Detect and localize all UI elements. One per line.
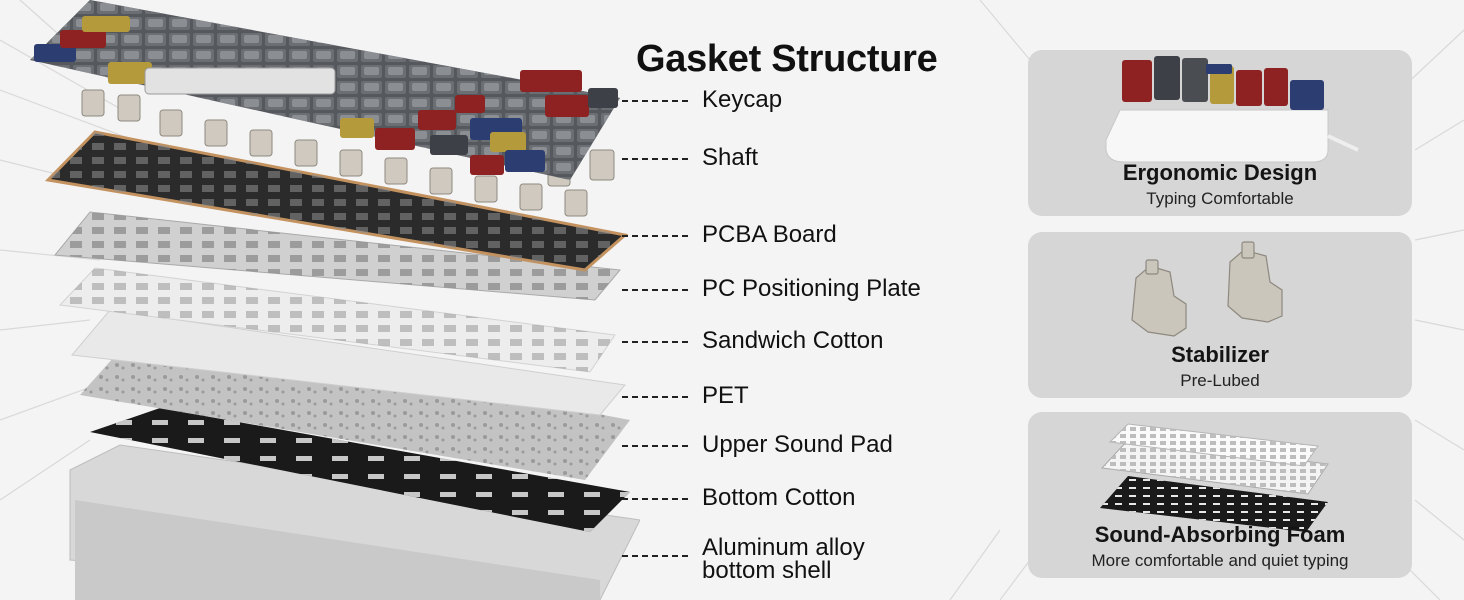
feature-card-ergonomic: Ergonomic Design Typing Comfortable	[1028, 50, 1412, 216]
callout-label: Aluminum alloy bottom shell	[702, 534, 865, 584]
callout-label: Keycap	[702, 86, 783, 113]
callout-leader	[622, 341, 688, 343]
callout-pet: PET	[622, 382, 1002, 412]
callout-aluminum-shell: Aluminum alloy bottom shell	[622, 536, 1002, 586]
callout-label: PC Positioning Plate	[702, 275, 921, 302]
callout-bottom-cotton: Bottom Cotton	[622, 484, 1002, 514]
callout-leader	[622, 235, 688, 237]
callout-shaft: Shaft	[622, 144, 1002, 174]
callout-leader	[622, 445, 688, 447]
feature-subtitle: Typing Comfortable	[1146, 189, 1294, 208]
callout-label: Sandwich Cotton	[702, 327, 884, 354]
feature-title: Stabilizer	[1171, 342, 1269, 367]
callout-pc-positioning-plate: PC Positioning Plate	[622, 275, 1002, 305]
callout-leader	[622, 100, 688, 102]
stabilizer-icon	[1131, 241, 1283, 337]
callout-label: Upper Sound Pad	[702, 431, 893, 458]
callout-label: Bottom Cotton	[702, 484, 856, 511]
callout-leader	[622, 158, 688, 160]
callout-label: Shaft	[702, 144, 759, 171]
callout-keycap: Keycap	[622, 86, 1002, 116]
foam-layers-icon	[1100, 423, 1329, 532]
page-title: Gasket Structure	[636, 38, 938, 80]
callout-label: PCBA Board	[702, 221, 837, 248]
callout-pcba-board: PCBA Board	[622, 221, 1002, 251]
feature-subtitle: More comfortable and quiet typing	[1091, 551, 1349, 570]
feature-card-foam: Sound-Absorbing Foam More comfortable an…	[1028, 412, 1412, 578]
callout-leader	[622, 498, 688, 500]
callout-upper-sound-pad: Upper Sound Pad	[622, 431, 1002, 461]
callout-leader	[622, 555, 688, 557]
feature-title: Ergonomic Design	[1122, 160, 1318, 185]
pet-layer	[71, 309, 626, 416]
exploded-keyboard-illustration	[30, 0, 640, 600]
callout-leader	[622, 289, 688, 291]
feature-title: Sound-Absorbing Foam	[1094, 522, 1346, 547]
feature-subtitle: Pre-Lubed	[1180, 371, 1260, 390]
callout-sandwich-cotton: Sandwich Cotton	[622, 327, 1002, 357]
callout-label: PET	[702, 382, 749, 409]
keyboard-thumbnail	[1105, 56, 1359, 163]
feature-card-stabilizer: Stabilizer Pre-Lubed	[1028, 232, 1412, 398]
callout-leader	[622, 396, 688, 398]
